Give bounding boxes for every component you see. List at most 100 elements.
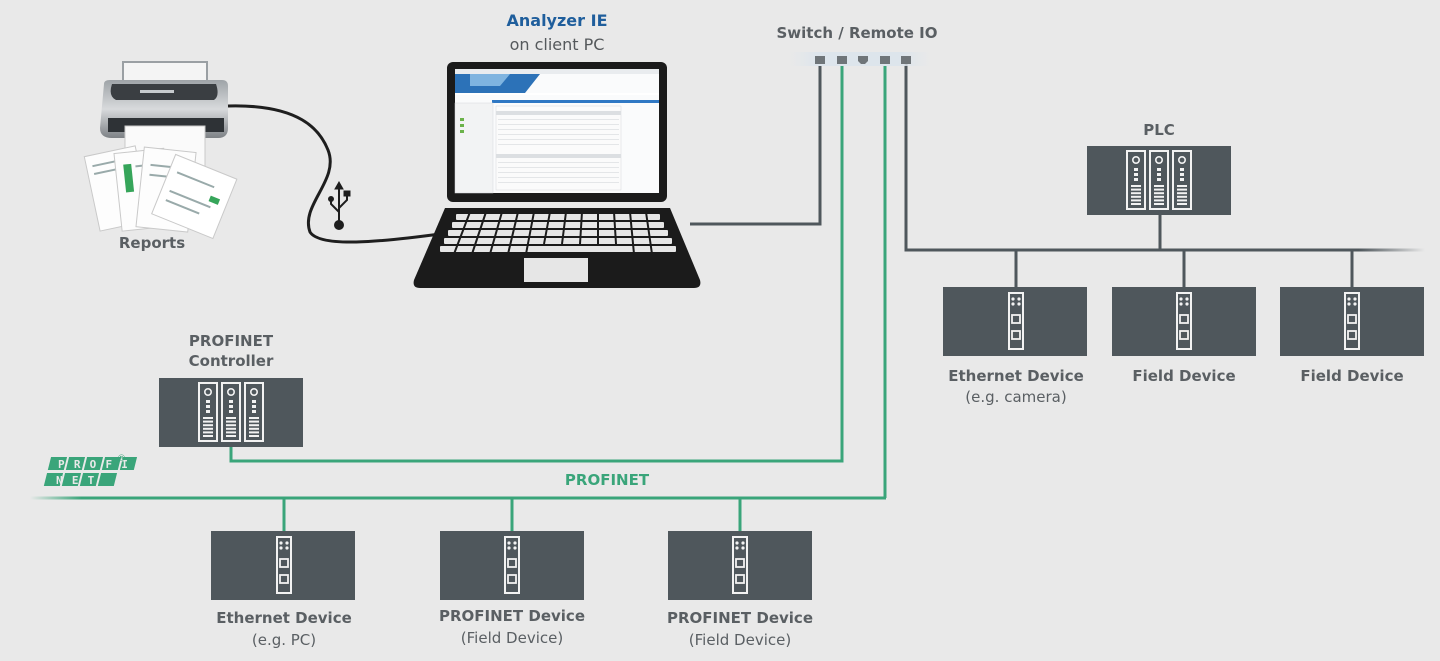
rack-module bbox=[1149, 150, 1169, 210]
rack-led bbox=[252, 405, 256, 408]
field-device-icon bbox=[732, 536, 748, 594]
device-port bbox=[735, 574, 745, 584]
analyzer-subtitle: on client PC bbox=[509, 35, 605, 54]
status-led bbox=[1185, 297, 1189, 301]
field-device-2[interactable] bbox=[1280, 287, 1424, 356]
rack-led bbox=[229, 405, 233, 408]
status-led bbox=[741, 541, 745, 545]
device-port bbox=[1011, 314, 1021, 324]
rack-vent bbox=[226, 427, 236, 430]
field-device-2-label: Field Device bbox=[1300, 367, 1404, 385]
laptop-touchpad bbox=[524, 258, 588, 282]
analyzer-title: Analyzer IE bbox=[506, 11, 608, 30]
device-port bbox=[507, 558, 517, 568]
status-led bbox=[279, 546, 283, 550]
rack-led bbox=[206, 405, 210, 408]
rack-led bbox=[229, 410, 233, 413]
ethernet-lines bbox=[690, 62, 1425, 287]
rack-vent bbox=[1154, 185, 1164, 187]
plc-rack-icon bbox=[198, 382, 264, 442]
rack-vent bbox=[1131, 185, 1141, 187]
rack-vent bbox=[1131, 188, 1141, 191]
rack-module bbox=[1172, 150, 1192, 210]
status-led bbox=[1179, 297, 1183, 301]
rack-vent bbox=[1131, 195, 1141, 198]
device-port bbox=[1011, 330, 1021, 340]
rack-vent bbox=[249, 435, 259, 437]
rack-vent bbox=[203, 420, 213, 423]
field-device-1[interactable] bbox=[1112, 287, 1256, 356]
profinet-controller-label-line1: PROFINET bbox=[188, 332, 274, 350]
plc-device[interactable] bbox=[1087, 146, 1231, 215]
rack-vent bbox=[1131, 192, 1141, 195]
rack-led bbox=[1180, 173, 1184, 176]
rack-vent bbox=[249, 431, 259, 434]
status-led bbox=[1179, 302, 1183, 306]
profinet-ethernet-device[interactable] bbox=[211, 531, 355, 600]
device-module-outline bbox=[504, 536, 520, 594]
rack-vent bbox=[203, 435, 213, 437]
profinet-controller-label-line2: Controller bbox=[188, 352, 274, 370]
rack-vent bbox=[1154, 199, 1164, 202]
profinet-device-1-sublabel: (Field Device) bbox=[460, 629, 564, 647]
rack-led bbox=[1134, 178, 1138, 181]
status-led bbox=[1353, 297, 1357, 301]
profinet-device-1[interactable] bbox=[440, 531, 584, 600]
status-led bbox=[735, 546, 739, 550]
rack-indicator bbox=[204, 387, 213, 396]
profinet-ethernet-device-label: Ethernet Device bbox=[216, 609, 352, 627]
status-led bbox=[513, 541, 517, 545]
rack-led bbox=[1134, 173, 1138, 176]
device-port bbox=[1347, 330, 1357, 340]
switch-port-4 bbox=[880, 56, 890, 64]
rack-vent bbox=[203, 431, 213, 434]
device-module-outline bbox=[1008, 292, 1024, 350]
status-led bbox=[1017, 297, 1021, 301]
switch-port-1 bbox=[815, 56, 825, 64]
usb-cable bbox=[227, 104, 441, 244]
rack-indicator bbox=[1178, 156, 1187, 165]
switch-port-5 bbox=[901, 56, 911, 64]
status-led bbox=[1011, 297, 1015, 301]
ethernet-device-1[interactable] bbox=[943, 287, 1087, 356]
rack-vent bbox=[1154, 192, 1164, 195]
switch-plc-bus-cable bbox=[904, 62, 1160, 252]
rack-vent bbox=[226, 424, 236, 427]
rack-indicator bbox=[227, 387, 236, 396]
rack-led bbox=[252, 400, 256, 403]
switch-port-2 bbox=[837, 56, 847, 64]
profinet-device-2[interactable] bbox=[668, 531, 812, 600]
printer-icon bbox=[83, 61, 238, 240]
status-led bbox=[1017, 302, 1021, 306]
device-port bbox=[507, 574, 517, 584]
profinet-logo-line2: NET bbox=[56, 474, 103, 487]
profinet-bus-label: PROFINET bbox=[564, 471, 650, 489]
field-device-icon bbox=[276, 536, 292, 594]
reports-label: Reports bbox=[118, 234, 186, 252]
status-led bbox=[1347, 297, 1351, 301]
device-module-outline bbox=[276, 536, 292, 594]
switch-remote-io[interactable] bbox=[790, 52, 930, 66]
rack-vent bbox=[226, 431, 236, 434]
profinet-lines bbox=[30, 62, 887, 532]
status-led bbox=[1353, 302, 1357, 306]
device-port bbox=[1179, 314, 1189, 324]
laptop-icon[interactable] bbox=[413, 62, 701, 288]
rack-vent bbox=[249, 427, 259, 430]
status-led bbox=[507, 546, 511, 550]
rack-module bbox=[244, 382, 264, 442]
rack-vent bbox=[203, 417, 213, 419]
device-port bbox=[279, 574, 289, 584]
profinet-controller-device[interactable] bbox=[159, 378, 303, 447]
device-module-outline bbox=[1176, 292, 1192, 350]
rack-vent bbox=[1131, 199, 1141, 202]
rack-vent bbox=[226, 417, 236, 419]
status-led bbox=[279, 541, 283, 545]
profinet-device-2-sublabel: (Field Device) bbox=[688, 631, 792, 649]
status-led bbox=[1011, 302, 1015, 306]
rack-vent bbox=[1177, 188, 1187, 191]
rack-vent bbox=[1177, 185, 1187, 187]
profinet-device-1-label: PROFINET Device bbox=[439, 607, 585, 625]
status-led bbox=[741, 546, 745, 550]
